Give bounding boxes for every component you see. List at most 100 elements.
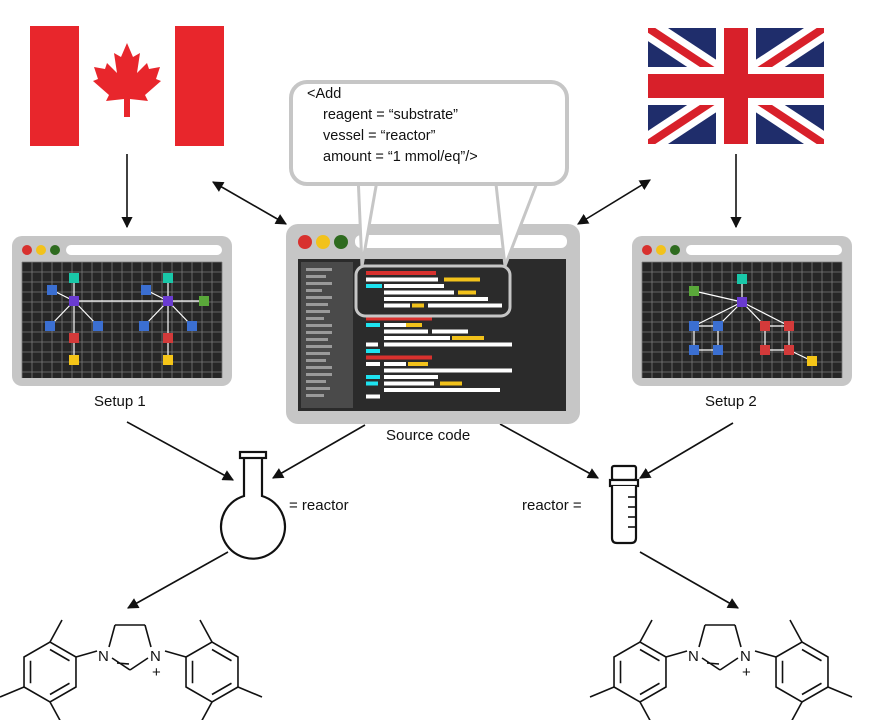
setup2-label: Setup 2: [705, 393, 757, 410]
network-node: [713, 345, 723, 355]
minimize-dot-icon: [36, 245, 46, 255]
network-node: [69, 273, 79, 283]
code-token: [384, 303, 410, 308]
code-token: [412, 303, 424, 308]
network-node: [93, 321, 103, 331]
maximize-dot-icon: [50, 245, 60, 255]
sidebar-line: [306, 275, 326, 278]
code-token: [366, 316, 432, 321]
sidebar-line: [306, 289, 322, 292]
code-token: [384, 336, 450, 340]
network-node: [163, 273, 173, 283]
code-token: [384, 323, 406, 327]
maximize-dot-icon: [334, 235, 348, 249]
vial-reactor-label: reactor =: [522, 497, 582, 514]
flask-reactor-label: = reactor: [289, 497, 349, 514]
close-dot-icon: [22, 245, 32, 255]
network-node: [139, 321, 149, 331]
network-node: [45, 321, 55, 331]
sidebar-line: [306, 387, 330, 390]
network-node: [69, 333, 79, 343]
flag-uk-icon: [648, 28, 824, 144]
network-node: [163, 333, 173, 343]
code-token: [366, 362, 380, 366]
code-bubble: [289, 80, 569, 268]
network-edge: [741, 301, 790, 327]
network-node: [760, 345, 770, 355]
code-line-2: reagent = “substrate”: [323, 107, 459, 123]
sidebar-line: [306, 345, 332, 348]
maximize-dot-icon: [670, 245, 680, 255]
code-token: [458, 290, 476, 295]
aryl-ring: [185, 641, 239, 703]
network-node: [689, 321, 699, 331]
code-token: [366, 323, 380, 327]
code-token: [428, 303, 502, 308]
network-node: [47, 285, 57, 295]
network-node: [187, 321, 197, 331]
code-token: [366, 355, 432, 360]
close-dot-icon: [642, 245, 652, 255]
network-node: [69, 296, 79, 306]
sidebar-line: [306, 366, 332, 369]
atom-n-label: N: [740, 648, 751, 665]
code-token: [440, 381, 462, 386]
sidebar-line: [306, 373, 332, 376]
code-token: [432, 329, 468, 334]
source-code-window: [286, 224, 580, 424]
network-node: [689, 286, 699, 296]
network-edge: [693, 290, 743, 303]
charge-label: +: [152, 664, 161, 681]
aryl-ring: [23, 641, 77, 703]
code-token: [366, 277, 438, 282]
vial-icon: [608, 464, 640, 545]
network-node: [737, 297, 747, 307]
atom-n-label: N: [688, 648, 699, 665]
code-token: [366, 342, 378, 347]
sidebar-line: [306, 331, 332, 334]
sidebar-line: [306, 296, 332, 299]
round-bottom-flask-icon: [219, 450, 287, 560]
code-token: [384, 375, 438, 379]
code-token: [366, 375, 380, 379]
code-token: [366, 284, 382, 288]
code-bubble-text: <Add reagent = “substrate” vessel = “rea…: [293, 84, 565, 182]
network-node: [163, 296, 173, 306]
code-token: [384, 381, 434, 386]
sidebar-line: [306, 303, 328, 306]
setup1-window: [12, 236, 232, 386]
aryl-ring: [775, 641, 829, 703]
code-token: [384, 284, 444, 288]
sidebar-line: [306, 310, 330, 313]
flag-canada-icon: [30, 26, 224, 146]
sidebar-line: [306, 380, 326, 383]
code-token: [444, 277, 480, 282]
network-node: [784, 345, 794, 355]
network-node: [163, 355, 173, 365]
network-node: [784, 321, 794, 331]
network-node: [141, 285, 151, 295]
code-token: [384, 362, 406, 366]
atom-n-label: N: [98, 648, 109, 665]
code-line-3: vessel = “reactor”: [323, 128, 436, 144]
code-token: [384, 290, 454, 295]
network-node: [69, 355, 79, 365]
code-line-1: <Add: [307, 86, 342, 102]
code-token: [408, 362, 428, 366]
network-node: [199, 296, 209, 306]
code-token: [384, 388, 500, 392]
sidebar-line: [306, 268, 332, 271]
minimize-dot-icon: [656, 245, 666, 255]
code-token: [384, 329, 428, 334]
sidebar-line: [306, 324, 332, 327]
network-edge: [693, 301, 743, 327]
code-line-4: amount = “1 mmol/eq”/>: [323, 149, 478, 165]
code-token: [384, 368, 512, 373]
sidebar-line: [306, 394, 324, 397]
charge-label: +: [742, 664, 751, 681]
code-token: [384, 297, 488, 301]
sidebar-line: [306, 317, 324, 320]
